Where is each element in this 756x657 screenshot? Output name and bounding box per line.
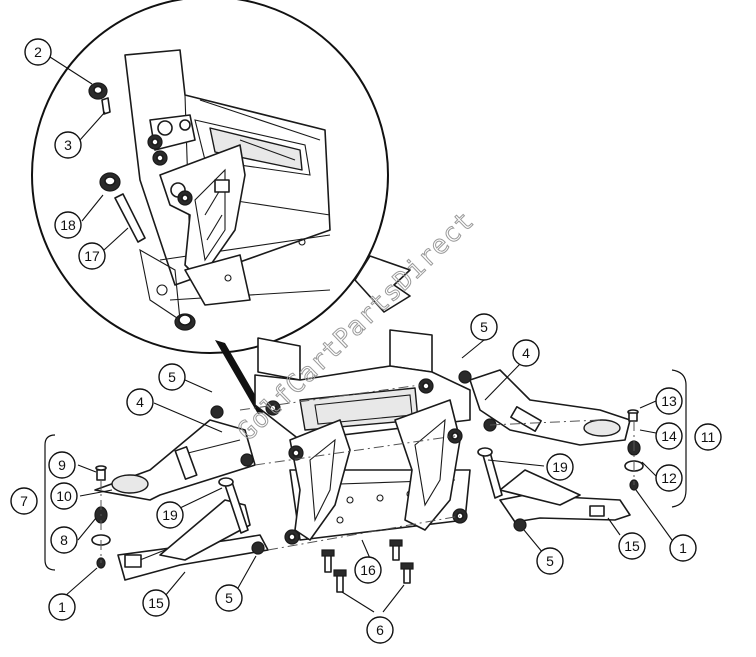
callout-13: 13 bbox=[655, 387, 683, 415]
callout-5-lower-right: 5 bbox=[536, 547, 564, 575]
callout-15-left: 15 bbox=[142, 589, 170, 617]
callout-8: 8 bbox=[50, 526, 78, 554]
svg-text:1: 1 bbox=[679, 540, 687, 556]
svg-text:19: 19 bbox=[162, 507, 178, 523]
svg-text:1: 1 bbox=[58, 599, 66, 615]
callout-5-upper-left: 5 bbox=[158, 363, 186, 391]
callout-5-upper-right: 5 bbox=[470, 313, 498, 341]
svg-text:10: 10 bbox=[56, 488, 72, 504]
forward-arrow bbox=[354, 255, 411, 313]
svg-text:2: 2 bbox=[34, 44, 42, 60]
svg-text:6: 6 bbox=[376, 622, 384, 638]
callout-3: 3 bbox=[54, 131, 82, 159]
callout-15-right: 15 bbox=[618, 532, 646, 560]
svg-text:5: 5 bbox=[225, 590, 233, 606]
callout-2: 2 bbox=[24, 38, 52, 66]
svg-text:8: 8 bbox=[60, 532, 68, 548]
svg-text:16: 16 bbox=[360, 562, 376, 578]
callout-17: 17 bbox=[78, 242, 106, 270]
svg-text:4: 4 bbox=[522, 345, 530, 361]
callout-10: 10 bbox=[50, 482, 78, 510]
svg-text:15: 15 bbox=[624, 538, 640, 554]
svg-text:12: 12 bbox=[661, 470, 677, 486]
callout-14: 14 bbox=[655, 422, 683, 450]
detail-leader bbox=[215, 340, 265, 414]
svg-text:13: 13 bbox=[661, 393, 677, 409]
main-assembly bbox=[91, 329, 644, 593]
callout-9: 9 bbox=[48, 451, 76, 479]
svg-text:3: 3 bbox=[64, 137, 72, 153]
svg-text:19: 19 bbox=[552, 459, 568, 475]
svg-text:4: 4 bbox=[136, 394, 144, 410]
svg-text:5: 5 bbox=[546, 553, 554, 569]
callout-7: 7 bbox=[10, 487, 38, 515]
callout-4-right: 4 bbox=[512, 339, 540, 367]
detail-view bbox=[31, 0, 389, 354]
callout-19-right: 19 bbox=[546, 453, 574, 481]
svg-text:18: 18 bbox=[60, 217, 76, 233]
svg-text:5: 5 bbox=[480, 319, 488, 335]
svg-text:9: 9 bbox=[58, 457, 66, 473]
callout-5-lower-left: 5 bbox=[215, 584, 243, 612]
callout-1-right: 1 bbox=[669, 534, 697, 562]
callout-18: 18 bbox=[54, 211, 82, 239]
callout-19-left: 19 bbox=[156, 501, 184, 529]
svg-text:14: 14 bbox=[661, 428, 677, 444]
svg-text:17: 17 bbox=[84, 248, 100, 264]
svg-text:5: 5 bbox=[168, 369, 176, 385]
bracket-11 bbox=[671, 369, 687, 508]
callout-12: 12 bbox=[655, 464, 683, 492]
svg-text:7: 7 bbox=[20, 493, 28, 509]
callout-16: 16 bbox=[354, 556, 382, 584]
bracket-7 bbox=[44, 434, 56, 571]
callout-11: 11 bbox=[694, 423, 722, 451]
callout-6: 6 bbox=[366, 616, 394, 644]
callout-1-left: 1 bbox=[48, 593, 76, 621]
svg-text:11: 11 bbox=[701, 429, 716, 445]
callout-4-left: 4 bbox=[126, 388, 154, 416]
svg-text:15: 15 bbox=[148, 595, 164, 611]
